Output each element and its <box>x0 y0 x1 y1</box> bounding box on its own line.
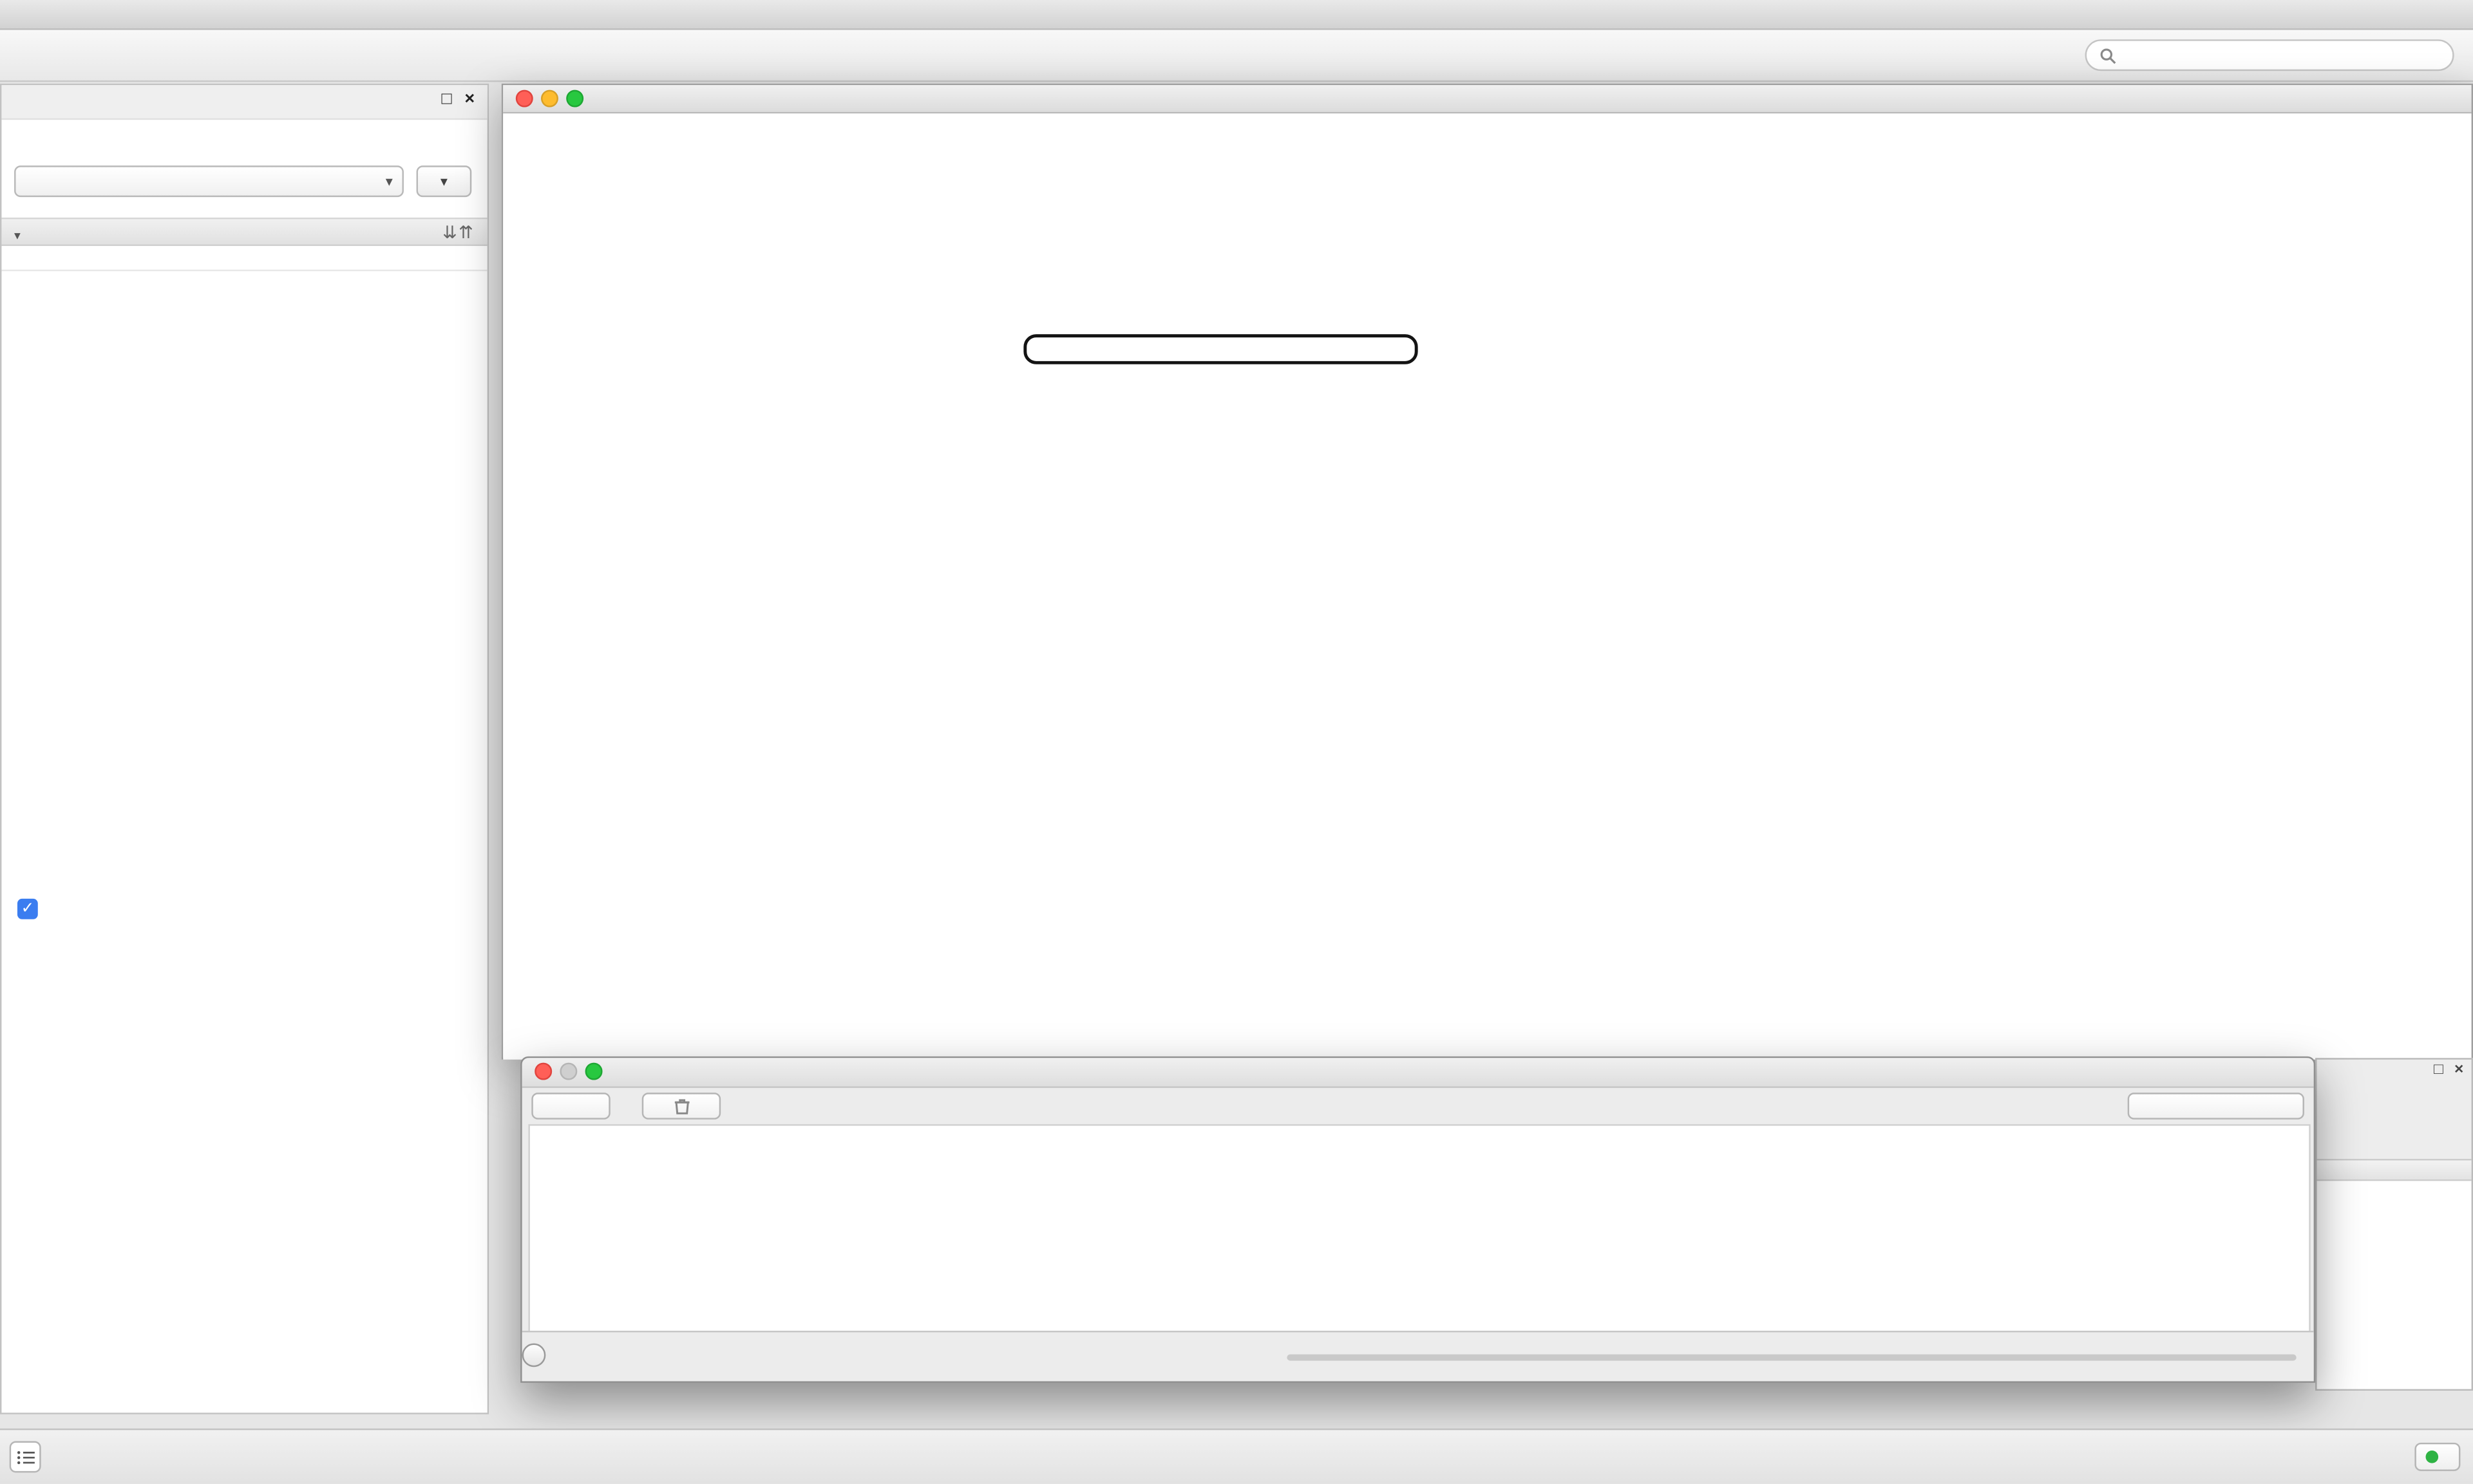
zoom-window-button[interactable] <box>566 89 584 108</box>
collapse-expand-icons[interactable]: ⇊⇈ <box>442 223 475 243</box>
annotation-box[interactable] <box>1023 334 1418 364</box>
main-toolbar <box>0 30 2473 82</box>
memory-status-icon <box>2425 1451 2439 1463</box>
search-input[interactable] <box>2124 44 2440 66</box>
lock-size-row: ✓ <box>17 898 48 919</box>
playback-controls <box>522 1330 2314 1382</box>
float-window-icon[interactable]: □ <box>441 89 452 109</box>
cyanimator-window <box>520 1056 2316 1383</box>
panel-menu-button[interactable] <box>9 1441 41 1473</box>
close-window-button[interactable] <box>535 1062 553 1080</box>
properties-section-header[interactable]: ▾ ⇊⇈ <box>1 217 488 247</box>
search-box[interactable] <box>2085 39 2454 71</box>
trash-icon <box>674 1099 689 1114</box>
memory-button[interactable] <box>2414 1442 2461 1471</box>
app-titlebar <box>0 0 2473 30</box>
style-select-dropdown[interactable]: ▾ <box>14 165 404 198</box>
close-icon[interactable]: × <box>2454 1061 2464 1079</box>
control-panel-header: □ × <box>1 85 488 120</box>
network-graph[interactable] <box>503 113 2471 1059</box>
cyanimator-titlebar[interactable] <box>522 1058 2314 1088</box>
close-icon[interactable]: × <box>464 89 475 109</box>
control-panel: □ × ▾ ▾ ▾ ⇊⇈ ✓ <box>0 83 489 1414</box>
list-menu-icon <box>16 1450 34 1463</box>
animation-speed-slider[interactable] <box>1287 1354 2297 1361</box>
status-bar <box>0 1428 2473 1484</box>
result-table-header <box>2317 1158 2472 1181</box>
animation-speed-slider-thumb[interactable] <box>522 1343 546 1367</box>
add-frame-button[interactable] <box>531 1093 611 1120</box>
network-window-titlebar[interactable] <box>503 85 2472 114</box>
chevron-down-icon: ▾ <box>385 173 393 189</box>
property-column-headers <box>1 249 488 272</box>
minimize-window-button[interactable] <box>560 1062 578 1080</box>
network-canvas[interactable] <box>503 113 2472 1060</box>
animation-timeline[interactable] <box>528 1124 2311 1334</box>
close-window-button[interactable] <box>515 89 533 108</box>
minimize-window-button[interactable] <box>540 89 558 108</box>
zoom-window-button[interactable] <box>585 1062 603 1080</box>
style-options-button[interactable]: ▾ <box>416 165 472 198</box>
lock-checkbox[interactable]: ✓ <box>17 898 38 919</box>
search-icon <box>2100 48 2116 64</box>
result-table <box>2317 1158 2472 1389</box>
network-view-window <box>501 83 2473 1060</box>
result-panel: □ × <box>2315 1058 2473 1391</box>
float-window-icon[interactable]: □ <box>2434 1061 2443 1079</box>
delete-frame-button[interactable] <box>641 1093 721 1120</box>
clear-all-frames-button[interactable] <box>2127 1093 2304 1120</box>
